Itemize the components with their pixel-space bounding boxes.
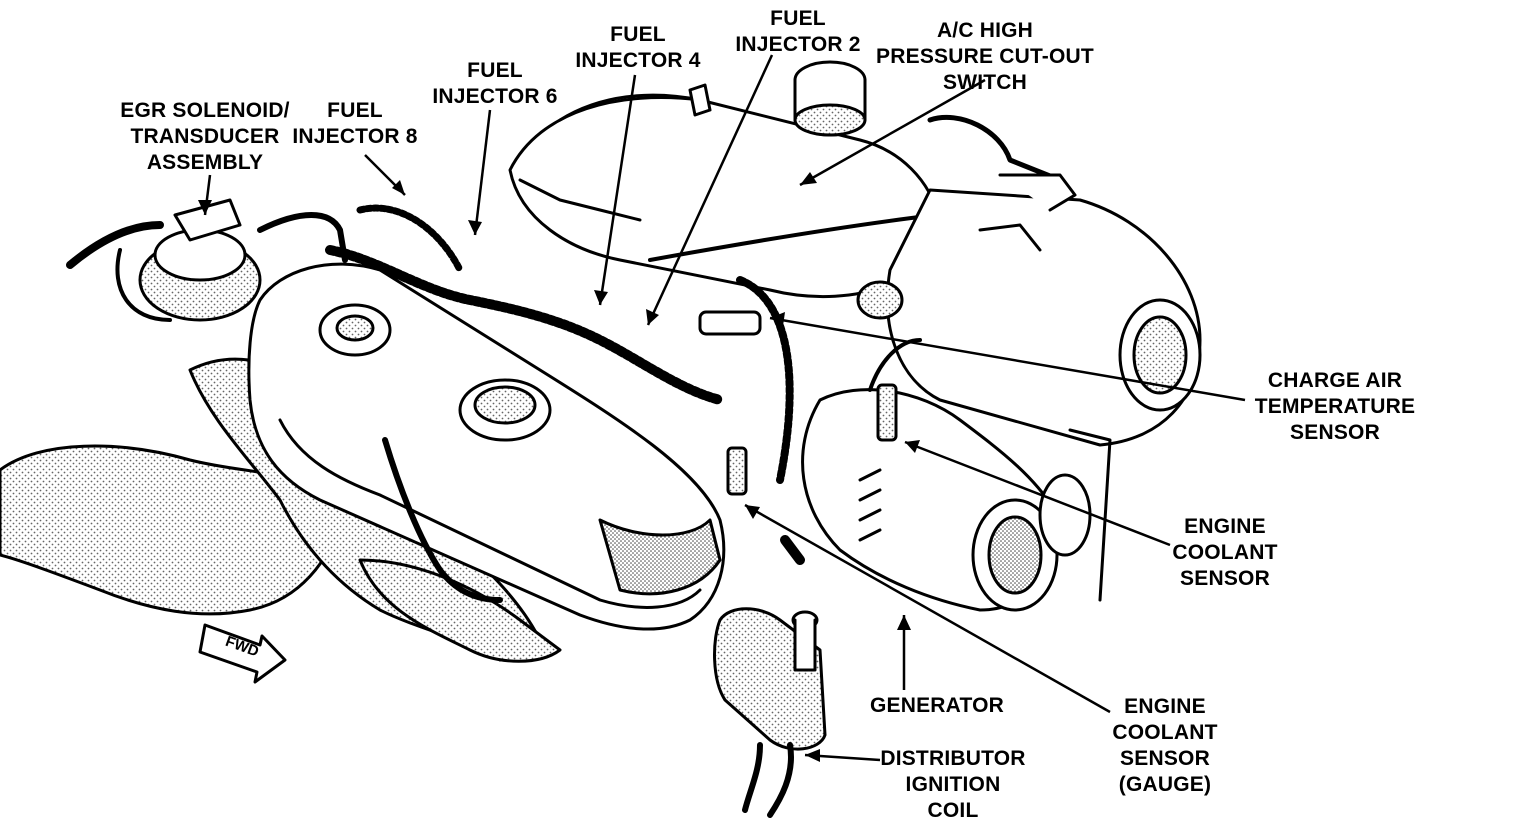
intake-manifold — [508, 96, 942, 299]
pcv-hose — [382, 437, 503, 603]
intake-runner — [358, 558, 562, 663]
valve-cover-rail — [278, 418, 702, 609]
egr-hose — [66, 221, 164, 269]
valve-cover-stipple — [598, 518, 722, 596]
throttle-boss — [688, 83, 712, 117]
fwd-arrow: FWD — [198, 623, 287, 684]
leader-arrowheads — [198, 172, 920, 762]
leader-inj4 — [598, 74, 637, 306]
ac-line — [927, 114, 1063, 183]
exhaust-manifold — [0, 444, 342, 616]
leader-coolant-gauge — [744, 503, 1111, 714]
label-generator: GENERATOR — [869, 694, 1005, 717]
coolant-gauge-sensor — [726, 446, 748, 496]
idler — [856, 280, 904, 320]
coolant-sensor — [876, 383, 898, 442]
charge-air-sensor — [698, 310, 762, 336]
leader-ac — [799, 78, 986, 187]
leader-coolant — [904, 440, 1171, 547]
leader-inj6 — [473, 109, 492, 236]
leader-inj2 — [646, 54, 774, 326]
leader-charge — [769, 316, 1246, 402]
wire-harness — [325, 245, 725, 405]
coil-wire — [742, 742, 794, 818]
